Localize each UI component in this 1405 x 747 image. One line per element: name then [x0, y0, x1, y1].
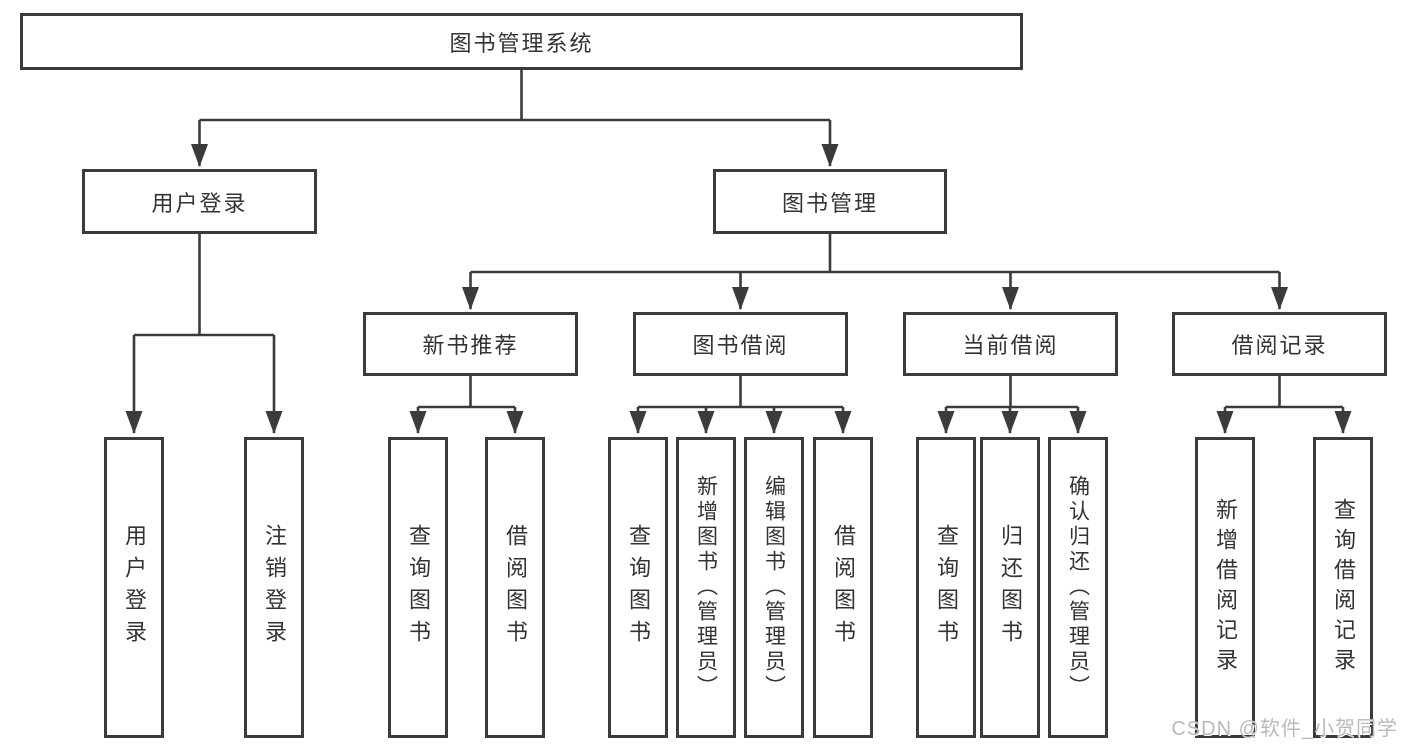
arrowheads: [125, 144, 1352, 434]
arrowhead-icon: [1271, 287, 1288, 310]
arrowhead-icon: [1001, 411, 1019, 434]
arrowhead-icon: [125, 411, 143, 434]
arrowhead-icon: [697, 411, 715, 434]
arrowhead-icon: [937, 411, 955, 434]
node-leaf-return-book: 归还图书: [980, 437, 1040, 738]
arrowhead-icon: [1334, 411, 1352, 434]
arrowhead-icon: [191, 144, 208, 167]
node-leaf-query-borrow-record: 查询借阅记录: [1313, 437, 1373, 738]
arrowhead-icon: [265, 411, 283, 434]
connector-borrow-records: [1223, 376, 1345, 433]
connector-book-borrow: [636, 376, 845, 433]
arrowhead-icon: [765, 411, 783, 434]
node-leaf-edit-book-admin: 编辑图书（管理员）: [744, 437, 804, 738]
arrowhead-icon: [834, 411, 852, 434]
node-leaf-user-login: 用户登录: [104, 437, 164, 738]
arrowhead-icon: [1216, 411, 1234, 434]
arrowhead-icon: [1069, 411, 1087, 434]
connector-book-mgmt: [469, 234, 1281, 309]
node-leaf-borrow-book-1: 借阅图书: [485, 437, 545, 738]
node-leaf-borrow-book-2: 借阅图书: [813, 437, 873, 738]
node-leaf-confirm-return-admin: 确认归还（管理员）: [1048, 437, 1108, 738]
arrowhead-icon: [732, 287, 749, 310]
connector-user-login: [132, 234, 276, 433]
node-book-mgmt: 图书管理: [713, 169, 947, 234]
node-leaf-add-borrow-record: 新增借阅记录: [1195, 437, 1255, 738]
arrowhead-icon: [1002, 287, 1019, 310]
node-leaf-query-book-1: 查询图书: [388, 437, 448, 738]
arrowhead-icon: [629, 411, 647, 434]
node-leaf-add-book-admin: 新增图书（管理员）: [676, 437, 736, 738]
connector-new-book-rec: [416, 376, 517, 433]
node-leaf-query-book-3: 查询图书: [916, 437, 976, 738]
arrowhead-icon: [462, 287, 479, 310]
node-current-borrow: 当前借阅: [903, 312, 1118, 376]
node-borrow-records: 借阅记录: [1172, 312, 1387, 376]
arrowhead-icon: [821, 144, 839, 167]
connector-root: [198, 70, 832, 166]
arrowhead-icon: [506, 411, 524, 434]
node-new-book-rec: 新书推荐: [363, 312, 578, 376]
node-root: 图书管理系统: [20, 13, 1023, 70]
node-leaf-logout: 注销登录: [244, 437, 304, 738]
node-user-login: 用户登录: [82, 169, 317, 234]
arrowhead-icon: [409, 411, 427, 434]
node-book-borrow: 图书借阅: [633, 312, 848, 376]
watermark: CSDN @软件_小贺同学: [1171, 718, 1398, 740]
node-leaf-query-book-2: 查询图书: [608, 437, 668, 738]
